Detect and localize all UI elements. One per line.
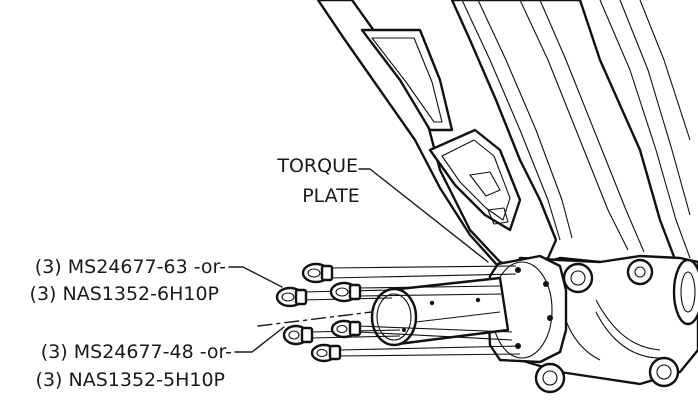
upper-bolts-label-line2: (3) NAS1352-6H10P: [30, 283, 219, 305]
torque-plate-label-line2: PLATE: [302, 185, 360, 207]
torque-plate-label-line1: TORQUE: [276, 155, 358, 177]
upper-bolts: [275, 262, 517, 308]
upper-bolts-label-line1: (3) MS24677-63 -or-: [35, 256, 226, 278]
gear-leg-structure: [316, 0, 691, 272]
lower-bolts: [282, 319, 521, 363]
axle-centerline: [257, 311, 373, 327]
callout-labels: TORQUE PLATE (3) MS24677-63 -or- (3) NAS…: [30, 155, 360, 391]
lower-bolts-label-line2: (3) NAS1352-5H10P: [36, 369, 225, 391]
lower-bolts-label-line1: (3) MS24677-48 -or-: [41, 341, 232, 363]
leader-lines: [228, 168, 489, 353]
